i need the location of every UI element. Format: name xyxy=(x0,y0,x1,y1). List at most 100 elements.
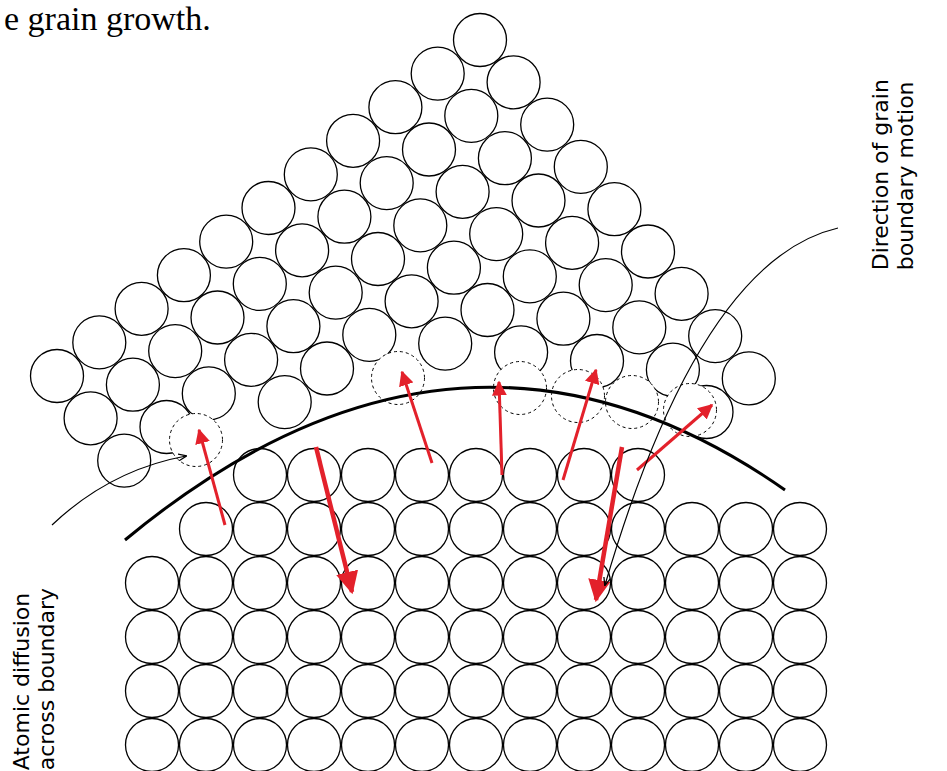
atom xyxy=(774,719,827,771)
atom xyxy=(234,611,287,664)
atom xyxy=(450,449,503,502)
atom xyxy=(342,611,395,664)
atom xyxy=(470,208,523,261)
atom xyxy=(445,89,498,142)
atom xyxy=(394,199,447,252)
diffusion-arrow xyxy=(199,430,225,525)
callout-label: Atomic diffusion across boundary xyxy=(9,520,60,770)
atom xyxy=(342,503,395,556)
atom xyxy=(613,301,666,354)
atom xyxy=(450,719,503,771)
diffusion-arrow xyxy=(563,370,596,480)
atom xyxy=(191,291,244,344)
atom xyxy=(98,434,151,487)
atom xyxy=(774,611,827,664)
atom xyxy=(487,56,540,109)
atom xyxy=(342,449,395,502)
leader-line xyxy=(52,456,186,525)
atom xyxy=(225,333,278,386)
atom xyxy=(666,719,719,771)
atom xyxy=(655,267,708,320)
atom xyxy=(288,665,341,718)
atom xyxy=(396,719,449,771)
atom xyxy=(504,665,557,718)
atom xyxy=(149,325,202,378)
atom xyxy=(461,284,514,337)
atom xyxy=(342,719,395,771)
atom xyxy=(503,250,556,303)
atom xyxy=(234,449,287,502)
atom xyxy=(234,719,287,771)
atom xyxy=(612,665,665,718)
atom xyxy=(666,665,719,718)
atom xyxy=(537,292,590,345)
atom xyxy=(288,449,341,502)
atom xyxy=(396,449,449,502)
atom xyxy=(126,665,179,718)
atom xyxy=(288,557,341,610)
diffusion-arrow xyxy=(596,447,622,600)
atom xyxy=(73,316,126,369)
atom xyxy=(31,350,84,403)
atom xyxy=(411,47,464,100)
atom xyxy=(450,665,503,718)
atom xyxy=(342,665,395,718)
atom xyxy=(588,183,641,236)
grain-boundary xyxy=(125,387,785,540)
atom xyxy=(396,503,449,556)
atom xyxy=(343,308,396,361)
atom xyxy=(504,449,557,502)
atom xyxy=(622,225,675,278)
atom xyxy=(666,503,719,556)
diffusing-atom xyxy=(170,414,223,467)
atom xyxy=(403,123,456,176)
atom xyxy=(284,148,337,201)
atom xyxy=(450,557,503,610)
callout-label: Direction of grain boundary motion xyxy=(868,20,919,270)
atom xyxy=(180,665,233,718)
atom xyxy=(267,300,320,353)
atom xyxy=(558,665,611,718)
leader-line xyxy=(605,228,838,585)
atom xyxy=(419,317,472,370)
atom xyxy=(318,190,371,243)
atom xyxy=(242,182,295,235)
diffusion-arrow xyxy=(499,382,502,475)
atom xyxy=(64,392,117,445)
atom xyxy=(720,665,773,718)
atom xyxy=(612,611,665,664)
atom xyxy=(720,557,773,610)
atom xyxy=(689,310,742,363)
diffusion-arrow xyxy=(316,447,352,592)
atom xyxy=(288,611,341,664)
atom xyxy=(512,174,565,227)
atom xyxy=(369,81,422,134)
atom xyxy=(396,665,449,718)
atom xyxy=(396,611,449,664)
atom xyxy=(396,557,449,610)
atom xyxy=(126,611,179,664)
atom xyxy=(180,611,233,664)
atom xyxy=(385,275,438,328)
atom xyxy=(554,140,607,193)
atom xyxy=(450,503,503,556)
atom xyxy=(301,342,354,395)
atom xyxy=(258,376,311,429)
atom xyxy=(454,14,507,67)
atom xyxy=(288,719,341,771)
atom xyxy=(182,367,235,420)
diffusing-atom xyxy=(664,384,717,437)
atom xyxy=(450,611,503,664)
atom xyxy=(180,503,233,556)
atom xyxy=(126,557,179,610)
atom xyxy=(722,352,775,405)
atom xyxy=(666,557,719,610)
atom xyxy=(427,241,480,294)
atom xyxy=(352,233,405,286)
atom xyxy=(558,611,611,664)
atom xyxy=(180,557,233,610)
atom xyxy=(233,257,286,310)
atom xyxy=(504,557,557,610)
